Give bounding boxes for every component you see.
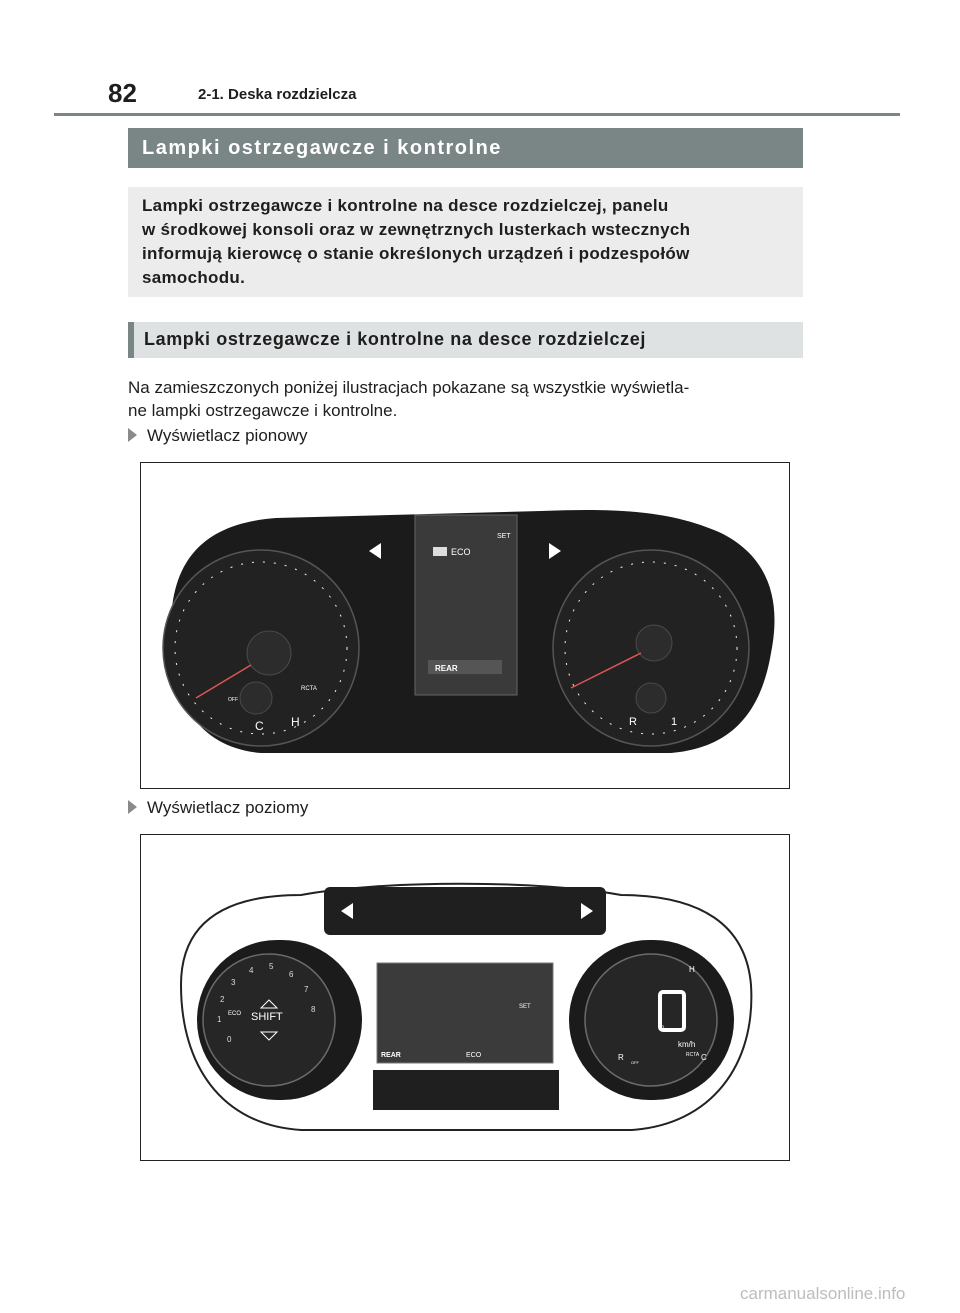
- top-warning-panel: [324, 887, 606, 935]
- set-label: SET: [519, 1004, 531, 1010]
- chapter-title: Lampki ostrzegawcze i kontrolne: [128, 128, 803, 168]
- figure-horizontal-display: SHIFT ECO 0 1 2 3 4 5 6 7 8 REAR ECO SET…: [140, 834, 790, 1161]
- turn-right-icon: [549, 543, 561, 559]
- body-paragraph: Na zamieszczonych poniżej ilustracjach p…: [128, 376, 808, 422]
- off-label: OFF: [228, 697, 238, 703]
- instrument-cluster-horizontal: SHIFT ECO 0 1 2 3 4 5 6 7 8 REAR ECO SET…: [179, 882, 753, 1131]
- caption-text: Wyświetlacz pionowy: [147, 426, 308, 445]
- rear-bar: [428, 660, 502, 674]
- eco-tach-label: ECO: [228, 1011, 241, 1017]
- turn-left-icon: [369, 543, 381, 559]
- rcta-label: RCTA: [686, 1052, 700, 1058]
- center-display: [376, 962, 554, 1064]
- speed-digit-frame: [658, 990, 686, 1032]
- intro-line: informują kierowcę o stanie określonych …: [142, 244, 690, 263]
- right-hub-small: [635, 682, 667, 714]
- figure-vertical-display: ECO SET REAR C H R 1 RCTA OFF: [140, 462, 790, 789]
- right-hub: [635, 624, 673, 662]
- body-line: Na zamieszczonych poniżej ilustracjach p…: [128, 378, 690, 397]
- rear-label: REAR: [435, 664, 458, 673]
- rcta-label: RCTA: [301, 686, 317, 692]
- shift-label: SHIFT: [251, 1011, 283, 1023]
- cluster-outline: [179, 882, 753, 1131]
- figure-caption-vertical: Wyświetlacz pionowy: [128, 426, 307, 446]
- rear-label: REAR: [381, 1052, 401, 1059]
- section-title: 2-1. Deska rozdzielcza: [198, 86, 357, 103]
- temp-h-label: H: [689, 965, 695, 974]
- speed-digit: 0: [661, 1026, 665, 1032]
- set-label: SET: [497, 533, 511, 540]
- instrument-cluster-vertical: ECO SET REAR C H R 1 RCTA OFF: [162, 510, 775, 753]
- tick-5: 5: [269, 962, 274, 971]
- shift-up-icon: [259, 999, 279, 1009]
- figure-caption-horizontal: Wyświetlacz poziomy: [128, 798, 308, 818]
- watermark: carmanualsonline.info: [740, 1284, 906, 1303]
- caption-text: Wyświetlacz poziomy: [147, 798, 309, 817]
- fuel-r-label: R: [629, 716, 637, 728]
- intro-line: Lampki ostrzegawcze i kontrolne na desce…: [142, 196, 669, 215]
- eco-display-label: ECO: [466, 1052, 482, 1059]
- tick-7: 7: [304, 985, 309, 994]
- page-header: 82 2-1. Deska rozdzielcza: [0, 0, 960, 120]
- right-needle: [570, 652, 642, 689]
- speed-gauge: [584, 953, 718, 1087]
- tick-3: 3: [231, 978, 236, 987]
- fuel-r-label: R: [618, 1053, 624, 1062]
- turn-right-icon: [581, 903, 593, 919]
- tach-gauge: [202, 953, 336, 1087]
- tick-6: 6: [289, 970, 294, 979]
- temp-hot-label: H: [291, 715, 300, 729]
- left-gauge-ticks: [174, 561, 348, 735]
- fuel-1-label: 1: [671, 716, 677, 728]
- tick-2: 2: [220, 995, 225, 1004]
- subheading: Lampki ostrzegawcze i kontrolne na desce…: [128, 322, 803, 358]
- right-gauge-ticks: [564, 561, 738, 735]
- tick-4: 4: [249, 966, 254, 975]
- off-label: OFF: [631, 1060, 640, 1065]
- eco-label: ECO: [451, 547, 471, 557]
- body-line: ne lampki ostrzegawcze i kontrolne.: [128, 401, 398, 420]
- page-number: 82: [108, 78, 137, 108]
- tick-0: 0: [227, 1035, 232, 1044]
- turn-left-icon: [341, 903, 353, 919]
- temp-c-label: C: [701, 1053, 707, 1062]
- left-needle: [195, 664, 252, 699]
- header-divider: [54, 113, 900, 116]
- eco-badge-icon: [433, 547, 447, 556]
- bullet-triangle-icon: [128, 800, 137, 814]
- temp-cold-label: C: [255, 719, 264, 733]
- intro-line: samochodu.: [142, 268, 246, 287]
- tick-1: 1: [217, 1015, 222, 1024]
- bottom-warning-panel: [373, 1070, 559, 1110]
- intro-line: w środkowej konsoli oraz w zewnętrznych …: [142, 220, 691, 239]
- bullet-triangle-icon: [128, 428, 137, 442]
- tick-8: 8: [311, 1005, 316, 1014]
- shift-down-icon: [259, 1031, 279, 1041]
- left-hub-small: [239, 681, 273, 715]
- left-hub: [246, 630, 292, 676]
- kmh-label: km/h: [678, 1040, 695, 1049]
- intro-box: Lampki ostrzegawcze i kontrolne na desce…: [128, 187, 803, 297]
